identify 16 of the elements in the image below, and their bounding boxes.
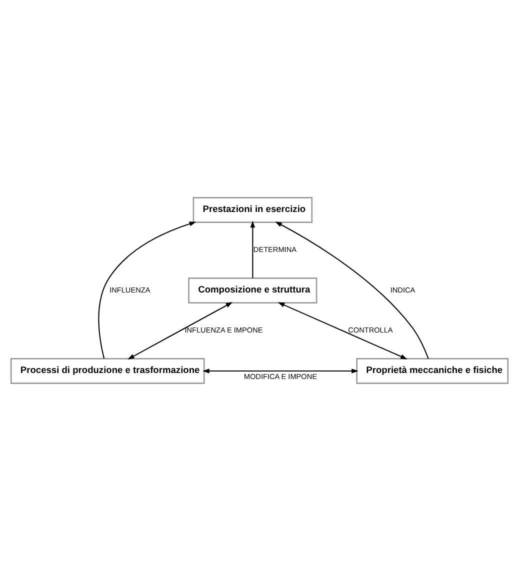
edge-label: MODIFICA E IMPONE bbox=[244, 371, 318, 380]
edge-label: INDICA bbox=[390, 284, 416, 294]
edge-label: DETERMINA bbox=[253, 244, 297, 254]
arrow bbox=[250, 220, 256, 278]
node-box: Prestazioni in esercizio bbox=[192, 196, 313, 222]
edge-label: INFLUENZA bbox=[110, 284, 150, 294]
arrow bbox=[275, 221, 429, 358]
node-box: Proprietà meccaniche e fisiche bbox=[356, 358, 509, 384]
arrow bbox=[278, 302, 408, 359]
node-box: Composizione e struttura bbox=[188, 277, 318, 303]
edge-label: CONTROLLA bbox=[348, 325, 393, 334]
arrow bbox=[98, 221, 196, 358]
arrow bbox=[202, 368, 358, 373]
edge-label: INFLUENZA E IMPONE bbox=[184, 325, 263, 334]
arrow bbox=[128, 302, 233, 359]
node-box: Processi di produzione e trasformazione bbox=[10, 358, 205, 384]
